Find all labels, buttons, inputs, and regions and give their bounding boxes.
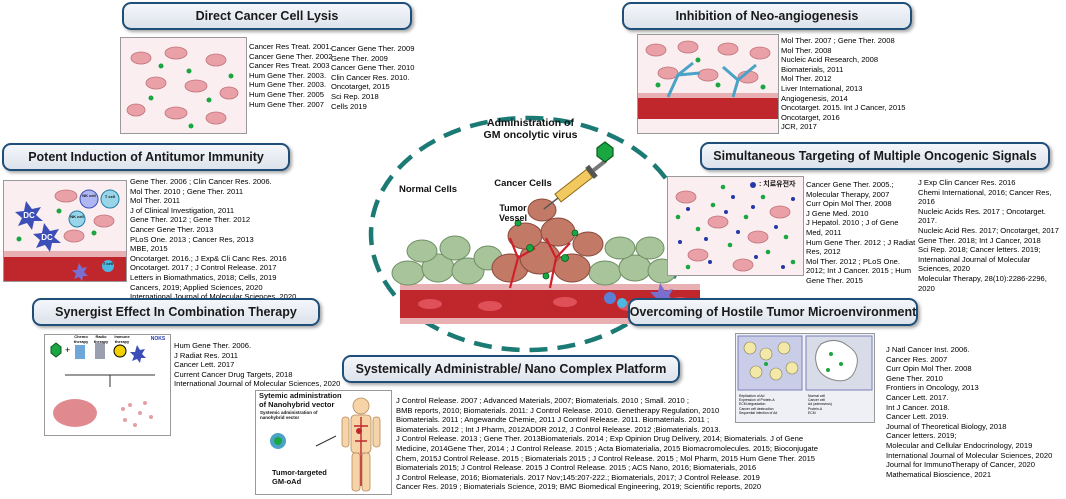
systemic-refs: J Control Release. 2007 ; Advanced Mater… [396,396,818,492]
systemic-panel: Sytemic administration of Nanohybrid vec… [255,390,392,495]
synergy-refs: Hum Gene Ther. 2006.J Radiat Res. 2011 C… [174,341,341,389]
tumor-vessel-label: Tumor Vessel [498,203,528,223]
lysis-refs-left: Cancer Res Treat. 2001.Cancer Gene Ther.… [249,42,333,109]
section-title-systemic: Systemically Administrable/ Nano Complex… [342,355,680,383]
section-title-lysis: Direct Cancer Cell Lysis [122,2,412,30]
immune-therapy-label: Immune therapy [114,334,130,344]
radio-therapy-label: Radio therapy [93,334,109,344]
systemic-panel-title: Sytemic administration of Nanohybrid vec… [259,391,342,409]
cancer-cells-label: Cancer Cells [494,178,552,189]
immunity-refs: Gene Ther. 2006 ; Clin Cancer Res. 2006.… [130,177,297,302]
svg-text:+: + [65,345,70,355]
tumor-vessel-branches [508,237,571,289]
section-title-angio: Inhibition of Neo-angiogenesis [622,2,912,30]
normal-cells-label: Normal Cells [398,184,458,195]
lysis-panel [120,37,247,134]
angio-panel [637,34,779,134]
microenv-refs: J Natl Cancer Inst. 2006.Cancer Res. 200… [886,345,1053,479]
multi-refs-left: Cancer Gene Ther. 2005.;Molecular Therap… [806,180,916,285]
systemic-panel-caption: Tumor-targeted GM-oAd [272,468,327,486]
t-cell-label: T cell [102,261,114,266]
immune-cell-icon [617,298,627,308]
admin-label: Administration of GM oncolytic virus [483,117,578,141]
section-title-immunity: Potent Induction of Antitumor Immunity [2,143,290,171]
immune-cell-icon [604,292,616,304]
section-title-microenv: Overcoming of Hostile Tumor Microenviron… [628,298,918,326]
section-title-synergy: Synergist Effect In Combination Therapy [32,298,320,326]
multi-panel: : 치료유전자 [667,176,804,276]
nk-cell-label: NK cell [82,193,96,198]
immunity-panel: DC DC NK cell T cell NK cell T cell [3,180,127,282]
nk-cell-label: NK cell [70,214,84,219]
noks-label: NOKS [150,336,166,342]
center-diagram [368,115,700,353]
t-cell-label: T cell [104,194,116,199]
virus-particles [514,219,579,280]
chemo-therapy-label: Chemo therapy [73,334,89,344]
syringe-icon [543,158,608,210]
dc-label: DC [41,233,53,242]
dc-label: DC [23,211,35,220]
section-title-multi: Simultaneous Targeting of Multiple Oncog… [700,142,1050,170]
virus-icon [596,141,614,163]
systemic-panel-subtitle: Systemic administration of nanohybrid ve… [260,410,318,420]
synergy-panel: + Chemo therapy Radio therapy Immune the… [44,334,171,436]
therapeutic-gene-label: : 치료유전자 [759,181,796,188]
